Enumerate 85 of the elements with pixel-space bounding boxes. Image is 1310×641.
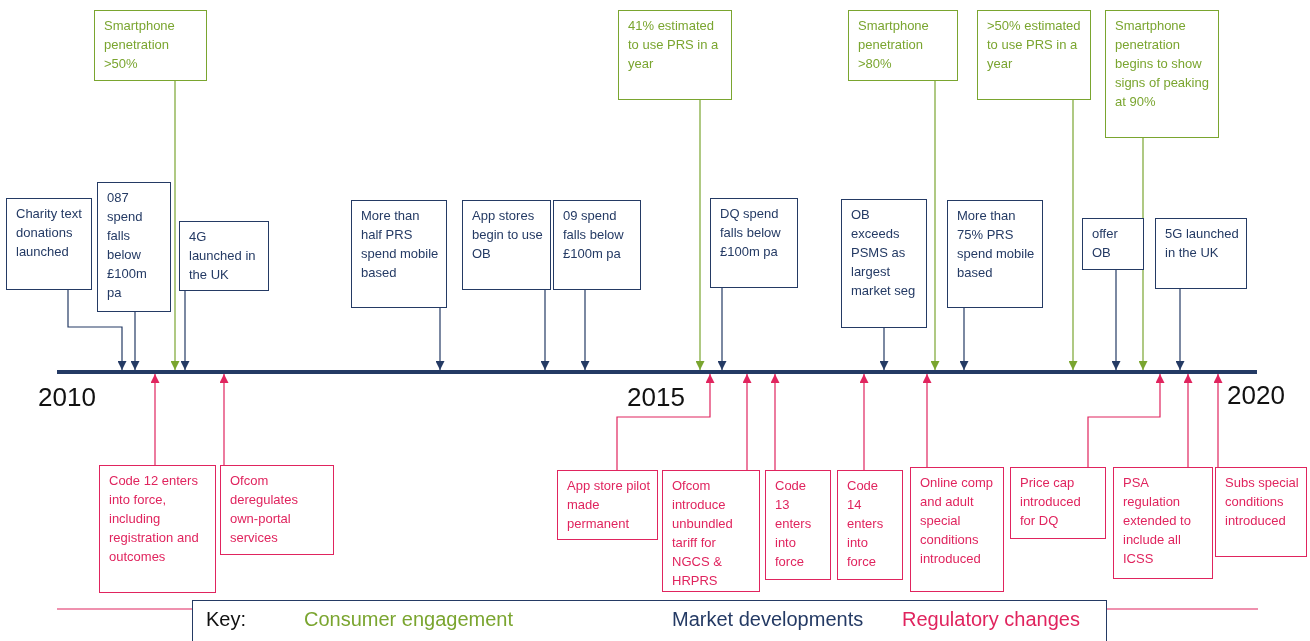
event-text: App store pilot made permanent [567,477,651,533]
event-box [910,467,1004,592]
event-box [1082,218,1144,270]
event-text: Smartphone penetration >80% [858,17,930,73]
arrow [717,287,727,371]
event-text: Smartphone penetration begins to show signs of peaking at 90% [1115,17,1210,111]
event-text: Subs special conditions introduced [1225,474,1300,530]
arrow [435,307,445,371]
arrow [959,307,969,371]
arrow [540,289,550,371]
event-text: Code 14 enters into force [847,477,885,571]
year-label: 2020 [1227,380,1285,411]
event-box [99,465,216,593]
event-box [6,198,92,290]
event-text: Price cap introduced for DQ [1020,474,1082,530]
event-text: PSA regulation extended to include all ICSS [1123,474,1192,568]
event-box [97,182,171,312]
arrow [1087,373,1165,468]
event-box [351,200,447,308]
event-text: 4G launched in the UK [189,228,257,284]
arrow [170,80,180,371]
event-box [462,200,551,290]
arrow [67,289,127,371]
event-box [837,470,903,580]
event-text: App stores begin to use OB [472,207,544,263]
arrow [930,80,940,371]
arrow [1175,288,1185,371]
event-box [841,199,927,328]
event-box [618,10,732,100]
event-box [848,10,958,81]
event-box [765,470,831,580]
arrow [742,373,752,471]
arrow [616,373,715,471]
event-box [1105,10,1219,138]
event-box [1010,467,1106,539]
event-box [662,470,760,592]
event-box [557,470,658,540]
event-text: 087 spend falls below £100m pa [107,189,148,302]
arrow [150,373,160,466]
legend-label: Market developments [672,608,864,631]
event-box [947,200,1043,308]
key-heading: Key: [206,608,247,631]
arrow [922,373,932,468]
event-box [1113,467,1213,579]
arrow [1068,99,1078,371]
arrow [1183,373,1193,468]
arrow [580,289,590,371]
arrow [1213,373,1223,468]
legend-label: Regulatory changes [902,608,1080,631]
event-text: >50% estimated to use PRS in a year [987,17,1082,73]
event-text: 09 spend falls below £100m pa [563,207,625,263]
year-label: 2015 [627,382,685,413]
event-text: Code 12 enters into force, including registration and outcomes [109,472,200,566]
event-text: Charity text donations launched [16,205,83,261]
event-text: 5G launched in the UK [1165,225,1240,262]
event-text: Online comp and adult special conditions introduced [920,474,994,568]
event-box [94,10,207,81]
event-text: Code 13 enters into force [775,477,813,571]
event-text: DQ spend falls below £100m pa [720,205,782,261]
timeline-bar [57,370,1257,374]
event-box [710,198,798,288]
arrow [879,327,889,371]
event-box [1215,467,1307,557]
legend-label: Consumer engagement [304,608,513,631]
arrow [770,373,780,471]
event-text: More than half PRS spend mobile based [361,207,440,282]
event-box [977,10,1091,100]
event-text: Ofcom introduce unbundled tariff for NGCS & HRPRS [672,477,734,590]
event-text: OB exceeds PSMS as largest market seg [851,206,917,300]
event-box [1155,218,1247,289]
event-text: offer OB [1092,225,1119,262]
arrow [180,290,190,371]
event-text: More than 75% PRS spend mobile based [957,207,1036,282]
arrow [219,373,229,466]
arrow [130,311,140,371]
event-box [553,200,641,290]
arrow [695,99,705,371]
arrow [859,373,869,471]
event-text: Smartphone penetration >50% [104,17,176,73]
year-label: 2010 [38,382,96,413]
event-text: Ofcom deregulates own-portal services [230,472,299,547]
arrow [1111,269,1121,371]
event-box [220,465,334,555]
event-text: 41% estimated to use PRS in a year [628,17,720,73]
event-box [179,221,269,291]
